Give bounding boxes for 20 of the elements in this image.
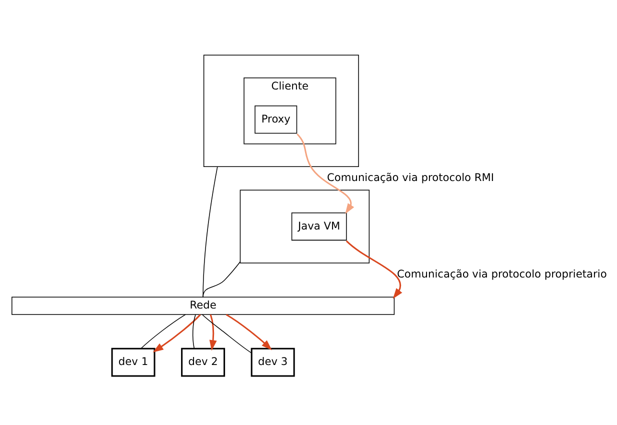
connector bbox=[202, 314, 252, 354]
node-box: dev 3 bbox=[250, 348, 295, 377]
arrow bbox=[209, 314, 217, 351]
arrow bbox=[296, 133, 354, 214]
arrow bbox=[346, 240, 402, 299]
connector bbox=[192, 314, 196, 349]
connector bbox=[202, 261, 241, 298]
arrow bbox=[152, 314, 201, 352]
node-box: dev 2 bbox=[181, 348, 226, 377]
edge-label: Comunicação via protocolo proprietario bbox=[397, 268, 607, 281]
node-box: Rede bbox=[12, 296, 395, 315]
connector bbox=[202, 166, 218, 298]
connector bbox=[140, 314, 186, 350]
arrow bbox=[226, 314, 272, 350]
node-box: Java VM bbox=[291, 212, 347, 241]
node-box: dev 1 bbox=[111, 348, 156, 377]
cluster bbox=[203, 54, 359, 167]
edge-label: Comunicação via protocolo RMI bbox=[326, 171, 494, 184]
node-box: Proxy bbox=[254, 106, 298, 134]
cluster bbox=[240, 190, 370, 264]
